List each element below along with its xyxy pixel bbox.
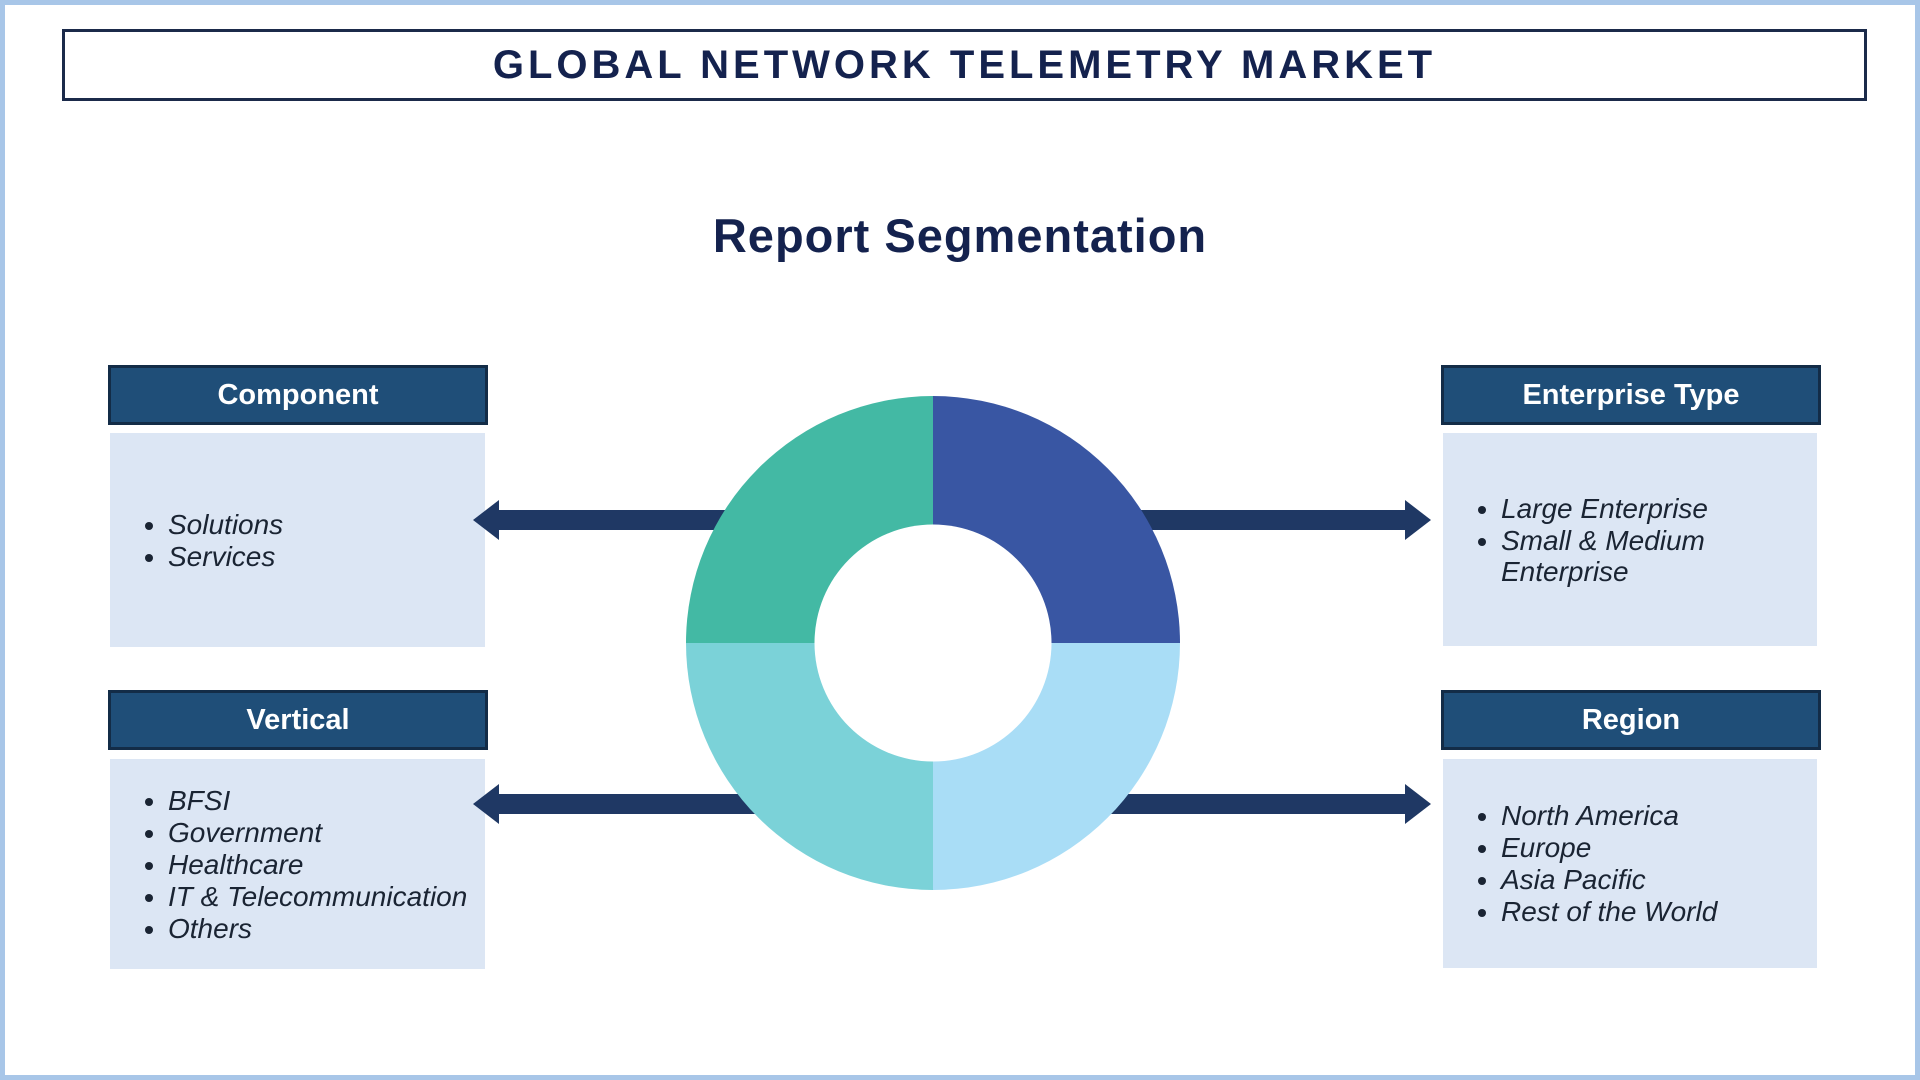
list-item: Government — [168, 817, 485, 848]
report-title-box: GLOBAL NETWORK TELEMETRY MARKET — [62, 29, 1867, 101]
panel-list-region: North America Europe Asia Pacific Rest o… — [1443, 799, 1817, 928]
panel-list-vertical: BFSI Government Healthcare IT & Telecomm… — [110, 784, 485, 945]
list-item: Others — [168, 913, 485, 944]
panel-list-component: Solutions Services — [110, 508, 485, 573]
panel-body-vertical: BFSI Government Healthcare IT & Telecomm… — [110, 759, 485, 969]
list-item: Rest of the World — [1501, 896, 1817, 927]
panel-header-vertical: Vertical — [108, 690, 488, 750]
list-item: Europe — [1501, 832, 1817, 863]
panel-title: Region — [1581, 703, 1681, 736]
panel-title: Enterprise Type — [1522, 378, 1740, 411]
panel-header-enterprise-type: Enterprise Type — [1441, 365, 1821, 425]
panel-title: Vertical — [246, 703, 350, 736]
panel-list-enterprise-type: Large Enterprise Small & Medium Enterpri… — [1443, 492, 1817, 588]
list-item: Small & Medium Enterprise — [1501, 525, 1817, 587]
list-item: Large Enterprise — [1501, 493, 1817, 524]
panel-header-component: Component — [108, 365, 488, 425]
donut-hole — [814, 524, 1052, 762]
list-item: North America — [1501, 800, 1817, 831]
panel-body-region: North America Europe Asia Pacific Rest o… — [1443, 759, 1817, 968]
donut-chart — [686, 396, 1180, 890]
list-item: Asia Pacific — [1501, 864, 1817, 895]
list-item: Solutions — [168, 509, 485, 540]
list-item: BFSI — [168, 785, 485, 816]
report-title: GLOBAL NETWORK TELEMETRY MARKET — [492, 42, 1437, 87]
panel-body-component: Solutions Services — [110, 433, 485, 647]
panel-title: Component — [217, 378, 379, 411]
list-item: IT & Telecommunication — [168, 881, 485, 912]
list-item: Services — [168, 541, 485, 572]
section-heading: Report Segmentation — [712, 209, 1208, 262]
list-item: Healthcare — [168, 849, 485, 880]
panel-body-enterprise-type: Large Enterprise Small & Medium Enterpri… — [1443, 433, 1817, 646]
panel-header-region: Region — [1441, 690, 1821, 750]
